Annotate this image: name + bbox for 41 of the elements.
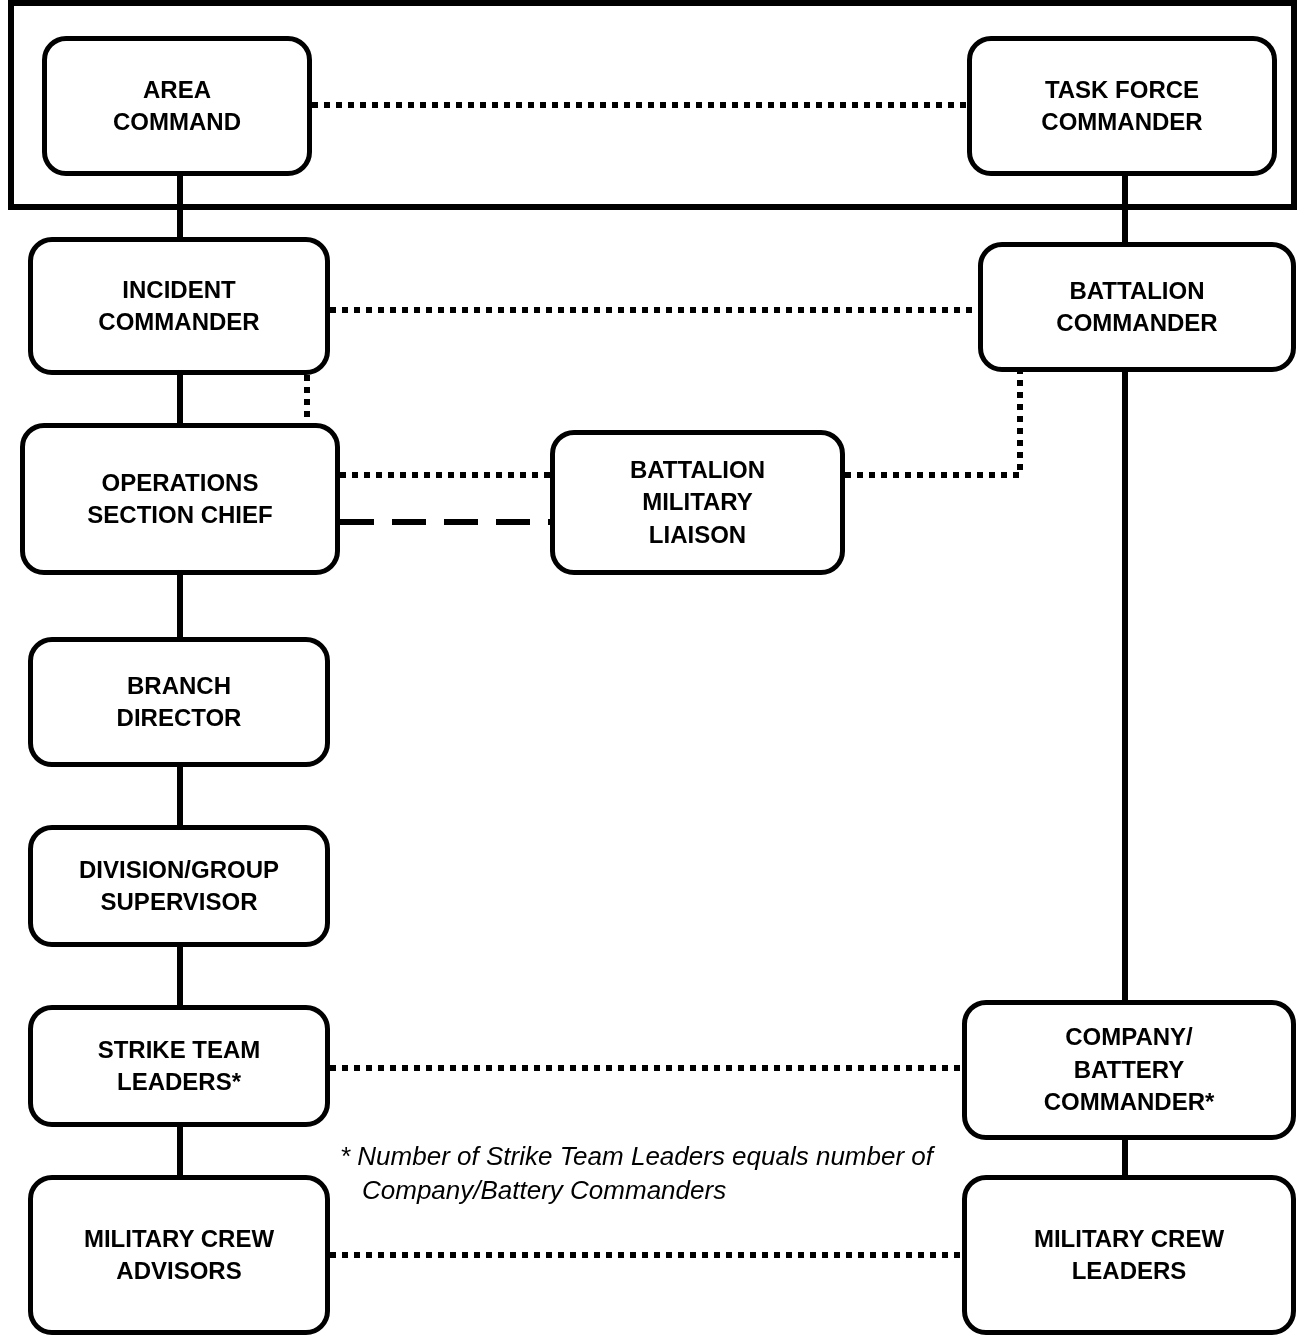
process-box [967,36,1277,176]
box-label: AREA COMMAND [112,74,242,137]
box-label: STRIKE TEAM LEADERS* [96,1034,262,1097]
process-box [28,237,330,375]
process-box [20,423,340,575]
process-box [28,1175,330,1335]
process-box [28,825,330,947]
box-label: COMPANY/ BATTERY COMMANDER* [1042,1022,1216,1118]
dotted-line [845,372,1023,478]
footnote: * Number of Strike Team Leaders equals number of Company/Battery Commanders [340,1140,936,1207]
connector-line [177,1127,183,1175]
connector-line [177,176,183,237]
connector-line [1122,372,1128,1000]
dotted-line [340,472,550,478]
connector-line [177,575,183,637]
box-label: BATTALION MILITARY LIAISON [628,454,767,550]
process-box [28,637,330,767]
connector-line [177,375,183,423]
box-label: BRANCH DIRECTOR [115,670,243,733]
box-label: TASK FORCE COMMANDER [1040,74,1204,137]
box-label: BATTALION COMMANDER [1055,275,1219,338]
dotted-line [312,102,967,108]
process-box [962,1000,1296,1140]
connector-line [177,947,183,1005]
process-box [962,1175,1296,1335]
process-box [550,430,845,575]
process-box [978,242,1296,372]
group-frame [8,0,1297,210]
connector-line [1122,176,1128,242]
connector-line [177,767,183,825]
dashed-line [340,519,550,525]
box-label: INCIDENT COMMANDER [97,274,261,337]
process-box [42,36,312,176]
box-label: MILITARY CREW LEADERS [1032,1223,1226,1286]
box-label: MILITARY CREW ADVISORS [82,1223,276,1286]
box-label: DIVISION/GROUP SUPERVISOR [78,854,280,917]
dotted-line [330,1252,962,1258]
process-box [28,1005,330,1127]
connector-line [1122,1140,1128,1175]
dotted-line [330,1065,962,1071]
box-label: OPERATIONS SECTION CHIEF [86,467,274,530]
